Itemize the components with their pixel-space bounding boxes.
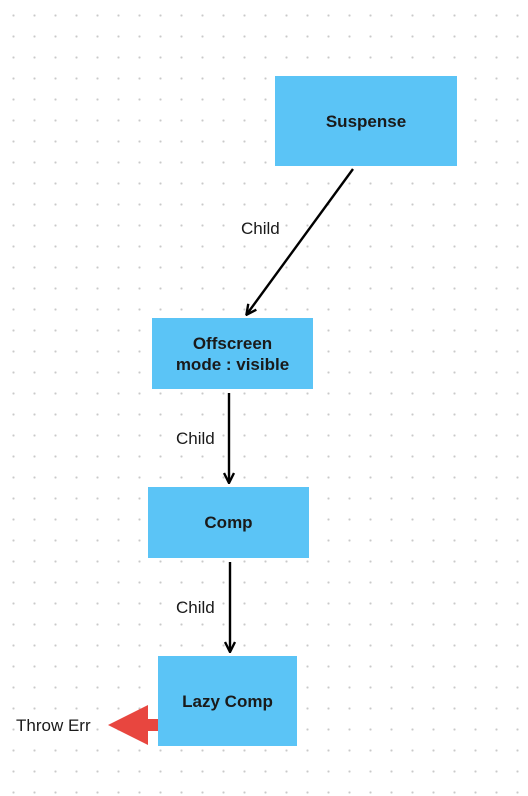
- node-suspense-label: Suspense: [325, 111, 407, 131]
- node-comp-label: Comp: [204, 513, 253, 532]
- throw-err-label: Throw Err: [16, 716, 91, 735]
- node-comp[interactable]: Comp: [148, 487, 309, 558]
- edge-label-suspense-to-offscreen: Child: [241, 219, 280, 238]
- node-offscreen[interactable]: Offscreen mode : visible: [152, 318, 313, 389]
- node-offscreen-label: Offscreen mode : visible: [175, 333, 290, 374]
- edge-label-comp-to-lazy: Child: [176, 598, 215, 617]
- node-lazy-comp-label: Lazy Comp: [182, 691, 273, 711]
- edge-suspense-to-offscreen: [247, 168, 354, 314]
- node-suspense[interactable]: Suspense: [275, 76, 457, 166]
- node-lazy-comp[interactable]: Lazy Comp: [158, 656, 297, 746]
- edge-label-offscreen-to-comp: Child: [176, 429, 215, 448]
